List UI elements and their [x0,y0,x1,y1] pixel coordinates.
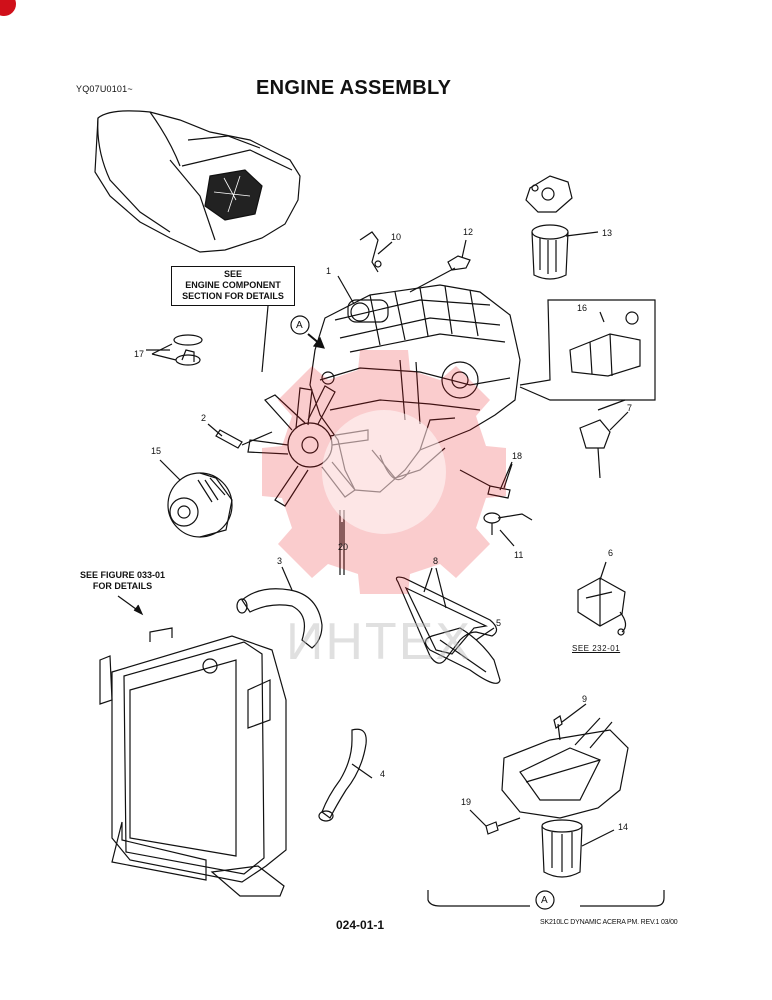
engine-component-note: SEE ENGINE COMPONENT SECTION FOR DETAILS [171,266,295,306]
fuel-filter-13-drawing [531,224,569,280]
see-figure-note: SEE FIGURE 033-01 FOR DETAILS [80,570,165,592]
callout-12: 12 [463,227,474,237]
document-code: YQ07U0101~ [76,84,133,94]
alternator-15-drawing [167,472,233,538]
sensor-2-drawing [215,429,243,449]
callout-5: 5 [496,618,502,628]
callout-13: 13 [602,228,613,238]
callout-9: 9 [582,694,588,704]
callout-16: 16 [577,303,588,313]
callout-17: 17 [134,349,145,359]
view-a-bracket [427,890,665,907]
revision-note: SK210LC DYNAMIC ACERA PM. REV.1 03/00 [540,919,678,926]
sensor-10-drawing [359,231,379,273]
view-a-label-bottom: A [541,895,548,906]
view-a-marker-bottom [535,890,555,910]
sensor-11-drawing [483,512,533,535]
engine-component-line-3: SECTION FOR DETAILS [182,291,284,301]
callout-7: 7 [627,403,633,413]
corner-mark [0,0,16,16]
starter-16-drawing [519,299,656,401]
oil-filter-14-drawing [541,819,583,878]
callout-10: 10 [391,232,402,242]
callout-1: 1 [326,266,332,276]
machine-housing-drawing [94,110,301,253]
callout-11: 11 [514,550,524,560]
oil-filter-assembly-drawing [501,715,629,819]
callout-3: 3 [277,556,283,566]
radiator-drawing [99,627,287,897]
see-figure-line-2: FOR DETAILS [92,581,153,591]
see-232-note: SEE 232-01 [572,644,621,653]
thermostat-17-drawing [151,334,203,366]
hose-3-drawing [241,588,323,649]
callout-8: 8 [433,556,439,566]
view-a-marker-top [290,315,310,335]
relay-7-drawing [579,399,626,479]
engine-component-line-1: SEE [223,269,242,279]
callout-6: 6 [608,548,614,558]
callout-19: 19 [461,797,472,807]
sensor-18-drawing [487,485,511,499]
callout-2: 2 [201,413,207,423]
view-a-label-top: A [296,320,303,331]
filter-head-drawing [525,175,573,213]
callout-14: 14 [618,822,629,832]
callout-4: 4 [380,769,386,779]
controller-6-drawing [577,577,627,636]
sensor-19-drawing [485,821,499,835]
callout-20: 20 [338,542,349,552]
callout-18: 18 [512,451,523,461]
gasket-12-drawing [447,255,471,271]
dipstick-drawing [339,510,345,575]
page-number: 024-01-1 [336,918,385,932]
callout-15: 15 [151,446,162,456]
watermark-text: ИНТЕХ [286,613,473,671]
see-figure-line-1: SEE FIGURE 033-01 [80,570,166,580]
engine-component-line-2: ENGINE COMPONENT [185,280,281,290]
page-title: ENGINE ASSEMBLY [256,77,452,99]
hose-4-drawing [321,728,367,819]
